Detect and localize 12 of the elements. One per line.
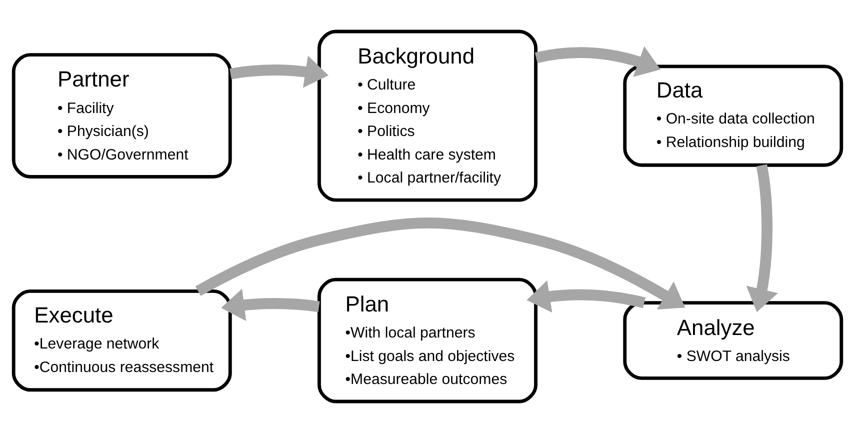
node-box: Plan •With local partners •List goals and objectives •Measureable outcomes xyxy=(318,278,538,404)
node-box: Background • Culture • Economy • Politics • Health care system • Local partner/facility xyxy=(318,30,538,202)
arrow xyxy=(195,217,686,310)
arrow xyxy=(221,288,320,322)
node-box: Data • On-site data collection • Relationship building xyxy=(623,64,844,167)
arrow xyxy=(535,46,661,77)
arrow xyxy=(230,56,328,88)
arrow xyxy=(526,280,646,313)
node-box: Analyze • SWOT analysis xyxy=(623,301,844,380)
node-box: Execute •Leverage network •Continuous reassessment xyxy=(12,289,232,392)
node-box: Partner • Facility • Physician(s) • NGO/Government xyxy=(12,53,232,178)
arrow xyxy=(746,164,778,312)
